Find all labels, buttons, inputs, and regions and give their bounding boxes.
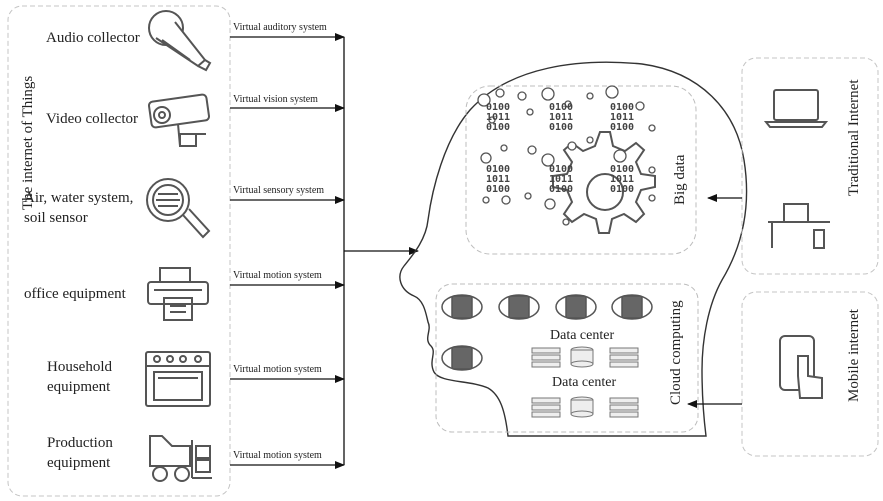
binary-text: 0100 [486, 122, 511, 133]
server-icons-row2 [531, 396, 639, 418]
household-label-line2: equipment [47, 379, 111, 395]
cloud-app-icons [441, 294, 653, 371]
cloud-app-icon [441, 345, 483, 371]
cloud-computing-label: Cloud computing [668, 300, 684, 405]
big-data-region [465, 85, 697, 255]
laptop-icon [763, 89, 829, 128]
binary-text: 1011 [549, 112, 574, 123]
data-center-label-2: Data center [552, 375, 617, 390]
binary-text: 0100 [486, 102, 511, 113]
oven-icon [145, 351, 211, 407]
binary-text: 1011 [610, 174, 635, 185]
system-connectors [230, 33, 419, 469]
forklift-icon [149, 435, 212, 482]
desk-computer-icon [768, 203, 830, 249]
iot-group-box [7, 5, 231, 497]
data-bubbles [477, 85, 656, 226]
system-label-motion-office: Virtual motion system [233, 270, 322, 281]
system-label-vision: Virtual vision system [233, 94, 318, 105]
sensor-label-line2: soil sensor [24, 210, 88, 226]
cloud-app-icon [441, 294, 483, 320]
microphone-icon [148, 10, 212, 72]
binary-text: 0100 [549, 164, 574, 175]
big-data-label: Big data [672, 154, 688, 205]
binary-text: 0100 [486, 184, 511, 195]
head-outline [399, 61, 748, 437]
binary-text: 0100 [549, 102, 574, 113]
system-label-sensory: Virtual sensory system [233, 185, 325, 196]
traditional-internet-box [741, 57, 879, 275]
touch-phone-icon [779, 335, 823, 399]
mobile-internet-label: Mobile internet [846, 309, 862, 402]
binary-text: 1011 [486, 112, 511, 123]
sensor-label-line1: Air, water system, [24, 190, 134, 206]
system-label-motion-household: Virtual motion system [233, 364, 322, 375]
video-collector-label: Video collector [46, 111, 138, 127]
binary-text: 1011 [486, 174, 511, 185]
binary-text: 1011 [610, 112, 635, 123]
binary-text: 0100 [549, 184, 574, 195]
traditional-internet-label: Traditional Internet [846, 79, 862, 196]
binary-text: 0100 [486, 164, 511, 175]
binary-text: 1011 [549, 174, 574, 185]
household-label-line1: Household [47, 359, 112, 375]
binary-text: 0100 [610, 184, 635, 195]
cloud-app-icon [555, 294, 597, 320]
printer-icon [147, 267, 209, 321]
sensor-magnifier-icon [146, 178, 211, 239]
gear-icon [552, 131, 656, 234]
system-label-motion-production: Virtual motion system [233, 450, 322, 461]
binary-text: 0100 [610, 164, 635, 175]
data-center-label-1: Data center [550, 328, 615, 343]
server-icons-row1 [531, 346, 639, 368]
cloud-computing-region [435, 283, 699, 433]
camera-icon [147, 93, 211, 147]
cloud-app-icon [498, 294, 540, 320]
audio-collector-label: Audio collector [46, 30, 140, 46]
production-label-line1: Production [47, 435, 113, 451]
binary-text: 0100 [610, 122, 635, 133]
system-label-auditory: Virtual auditory system [233, 22, 327, 33]
production-label-line2: equipment [47, 455, 111, 471]
cloud-app-icon [611, 294, 653, 320]
binary-text: 0100 [549, 122, 574, 133]
office-equipment-label: office equipment [24, 286, 126, 302]
binary-text: 0100 [610, 102, 635, 113]
